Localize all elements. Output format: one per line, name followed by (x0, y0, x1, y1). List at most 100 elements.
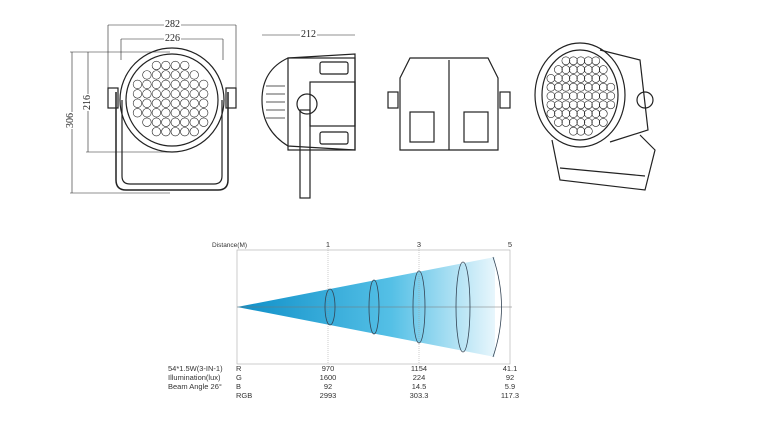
led-icon (546, 100, 556, 110)
led-icon (199, 117, 209, 127)
led-icon (189, 127, 199, 137)
led-icon (554, 65, 563, 74)
led-icon (189, 79, 199, 89)
led-icon (591, 100, 601, 110)
value-cell: 224 (412, 373, 426, 382)
led-icon (554, 82, 563, 92)
led-icon (151, 79, 161, 89)
led-icon (576, 56, 586, 66)
led-icon (170, 89, 180, 99)
led-icon (576, 65, 586, 74)
led-icon (598, 74, 608, 83)
led-icon (142, 70, 152, 80)
led-icon (142, 79, 152, 89)
led-icon (180, 89, 190, 99)
led-icon (606, 82, 616, 92)
led-icon (189, 108, 199, 118)
led-icon (151, 117, 161, 127)
led-icon (606, 91, 616, 101)
led-icon (584, 65, 593, 74)
led-icon (554, 109, 563, 118)
led-icon (598, 82, 608, 92)
led-icon (591, 56, 601, 66)
led-icon (151, 98, 161, 108)
distance-axis-label: Distance(M) (212, 242, 248, 249)
led-icon (576, 74, 586, 83)
led-icon (584, 100, 593, 110)
spec-beam-angle: Beam Angle 26° (168, 382, 222, 391)
led-icon (591, 82, 601, 92)
led-icon (142, 98, 152, 108)
led-icon (170, 79, 180, 89)
led-icon (151, 108, 161, 118)
led-icon (554, 100, 563, 110)
value-cell: 117.3 (500, 391, 520, 400)
perspective-view-drawing (534, 42, 656, 191)
led-icon (170, 117, 180, 127)
led-icon (151, 70, 161, 80)
led-icon (546, 82, 556, 92)
led-icon (598, 100, 608, 110)
led-icon (170, 98, 180, 108)
led-icon (561, 82, 571, 92)
led-icon (554, 91, 563, 101)
led-icon (591, 74, 601, 83)
led-icon (546, 109, 556, 118)
distance-tick: 1 (325, 240, 331, 249)
led-icon (189, 70, 199, 80)
led-icon (199, 79, 209, 89)
led-icon (170, 127, 180, 137)
led-icon (584, 118, 593, 127)
led-icon (554, 74, 563, 83)
led-icon (561, 74, 571, 83)
led-icon (170, 60, 180, 71)
led-icon (180, 79, 190, 89)
value-cell: 1600 (319, 373, 337, 382)
back-view-drawing (387, 57, 511, 151)
led-icon (189, 117, 199, 127)
led-icon (569, 56, 578, 66)
side-view-drawing (261, 34, 356, 199)
front-view-drawing (70, 24, 237, 194)
channel-label: G (236, 373, 242, 382)
led-icon (161, 98, 171, 108)
led-icon (569, 91, 578, 101)
distance-tick: 5 (507, 240, 513, 249)
led-icon (561, 118, 571, 127)
led-icon (199, 108, 209, 118)
led-icon (561, 56, 571, 66)
led-icon (576, 91, 586, 101)
led-icon (180, 60, 190, 71)
value-cell: 303.3 (409, 391, 429, 400)
led-icon (598, 91, 608, 101)
value-cell: 2993 (319, 391, 337, 400)
led-icon (606, 100, 616, 110)
led-icon (170, 108, 180, 118)
led-icon (180, 117, 190, 127)
value-cell: 92 (505, 373, 515, 382)
led-icon (576, 82, 586, 92)
led-icon (576, 118, 586, 127)
led-icon (546, 91, 556, 101)
led-icon (189, 98, 199, 108)
channel-label: B (236, 382, 242, 391)
led-icon (161, 79, 171, 89)
led-icon (584, 109, 593, 118)
spec-power: 54*1.5W(3-IN-1) (168, 364, 223, 373)
led-icon (142, 108, 152, 118)
led-icon (161, 127, 171, 137)
distance-tick: 3 (416, 240, 422, 249)
value-cell: 970 (321, 364, 335, 373)
led-icon (132, 79, 143, 89)
value-cell: 5.9 (504, 382, 516, 391)
led-icon (569, 109, 578, 118)
led-icon (576, 100, 586, 110)
led-icon (576, 126, 586, 136)
led-icon (561, 100, 571, 110)
led-icon (561, 65, 571, 74)
value-cell: 92 (323, 382, 333, 391)
led-icon (180, 70, 190, 80)
value-cell: 1154 (410, 364, 428, 373)
led-icon (199, 89, 209, 99)
